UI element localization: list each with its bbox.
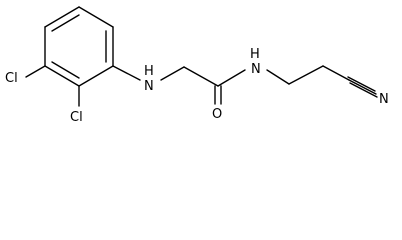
bond-ring-cl-upper	[25, 65, 46, 78]
atom-label-cl-lower: Cl	[70, 110, 83, 125]
atom-label-nitrile-n: N	[379, 92, 389, 107]
ring-double-bond-a	[51, 14, 80, 32]
ring-double-bond-c	[51, 61, 80, 79]
bond-ring-nh	[112, 65, 141, 81]
bond-nitrile-triple-c	[349, 82, 378, 98]
atom-label-carbonyl-o: O	[212, 107, 222, 122]
atom-label-amine-h: H	[144, 64, 154, 79]
bond-nh-ch2	[160, 66, 185, 81]
ring-bond-1	[44, 6, 80, 28]
bond-carbonyl-amide-n	[217, 69, 246, 87]
atom-label-amine-n: N	[144, 79, 154, 94]
bond-nitrile-triple-b	[348, 79, 377, 95]
bond-ch2-ch2	[288, 65, 324, 85]
benzene-ring	[44, 6, 114, 87]
bond-nitrile-triple-a	[347, 76, 376, 92]
ring-bond-2	[78, 6, 114, 28]
bond-ch2-nitrile-c	[322, 65, 350, 81]
atom-label-cl-upper: Cl	[5, 71, 18, 86]
chemical-structure-diagram: Cl Cl H N O H N N	[5, 6, 389, 125]
atom-label-amide-n: N	[251, 62, 261, 77]
atom-label-amide-h: H	[250, 47, 260, 62]
ring-bond-5	[44, 65, 80, 87]
bond-amide-n-ch2	[266, 69, 290, 85]
bond-ch2-carbonyl	[183, 66, 219, 87]
ring-bond-4	[78, 65, 114, 87]
